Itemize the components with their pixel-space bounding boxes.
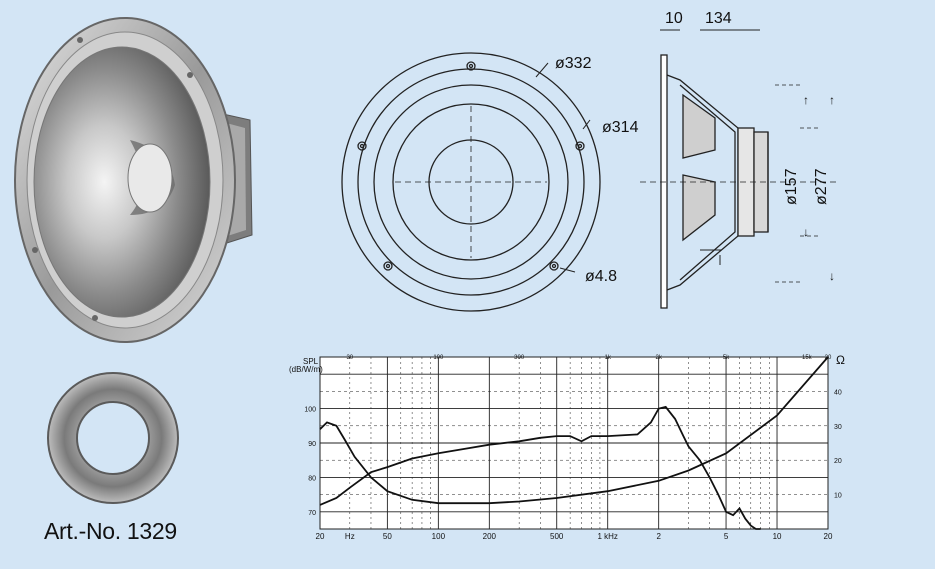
- impedance-curve: [319, 356, 829, 505]
- x-tick-label: 5: [724, 532, 729, 541]
- x-tick-label: 2: [656, 532, 661, 541]
- y2-axis-label: Ω: [836, 353, 845, 367]
- y-axis-label: SPL: [303, 357, 319, 366]
- dim-depth-top: 134: [705, 10, 732, 27]
- x-top-tick-label: 15k: [802, 355, 813, 361]
- front-view-drawing: [341, 52, 601, 312]
- gasket-ring-photo: [47, 372, 179, 504]
- speaker-photo: [14, 17, 253, 343]
- dim-mount-hole: ø4.8: [585, 268, 617, 285]
- y-tick-label: 90: [308, 441, 316, 448]
- x-tick-label: 500: [550, 532, 564, 541]
- x-top-tick-label: 2k: [655, 355, 662, 361]
- x-top-tick-label: 5k: [723, 355, 730, 361]
- mount-holes: [357, 61, 585, 271]
- x-tick-label: 1 kHz: [597, 532, 617, 541]
- arrow-up-icon: ↑: [829, 93, 835, 107]
- y2-tick-label: 10: [834, 493, 842, 500]
- y-tick-label: 100: [304, 407, 316, 414]
- x-tick-label: 100: [432, 532, 446, 541]
- y-tick-label: 70: [308, 510, 316, 517]
- dim-magnet-diameter: ø157: [783, 168, 800, 205]
- x-top-tick-label: 1k: [605, 355, 612, 361]
- x-tick-label: 20: [824, 532, 833, 541]
- dim-hole-circle: ø314: [602, 119, 639, 136]
- side-view-drawing: [640, 29, 840, 309]
- arrow-down-icon: ↓: [829, 269, 835, 283]
- x-top-tick-label: 100: [433, 355, 444, 361]
- x-top-tick-label: 300: [514, 355, 525, 361]
- x-tick-label: 10: [773, 532, 782, 541]
- arrow-up-icon: ↑: [803, 93, 809, 107]
- x-tick-label: 200: [483, 532, 497, 541]
- dim-width-top: 10: [665, 10, 683, 27]
- x-tick-label: 20: [316, 532, 325, 541]
- y2-tick-label: 30: [834, 424, 842, 431]
- y-axis-unit: (dB/W/m): [289, 365, 323, 374]
- dim-cutout-diameter: ø277: [813, 168, 830, 205]
- dim-outer-diameter: ø332: [555, 55, 592, 72]
- y2-tick-label: 40: [834, 389, 842, 396]
- x-top-tick-label: 30: [346, 355, 353, 361]
- arrow-down-icon: ↓: [803, 225, 809, 239]
- x-top-tick-label: 20: [825, 355, 832, 361]
- x-tick-label: 50: [383, 532, 392, 541]
- y-tick-label: 80: [308, 475, 316, 482]
- x-tick-label: Hz: [345, 532, 355, 541]
- frequency-response-chart: SPL (dB/W/m) Ω 100 90 80 70 40 30 20 10 30 100 3…: [289, 353, 845, 541]
- spl-curve: [319, 405, 761, 530]
- y2-tick-label: 20: [834, 458, 842, 465]
- article-number: Art.-No. 1329: [44, 518, 177, 544]
